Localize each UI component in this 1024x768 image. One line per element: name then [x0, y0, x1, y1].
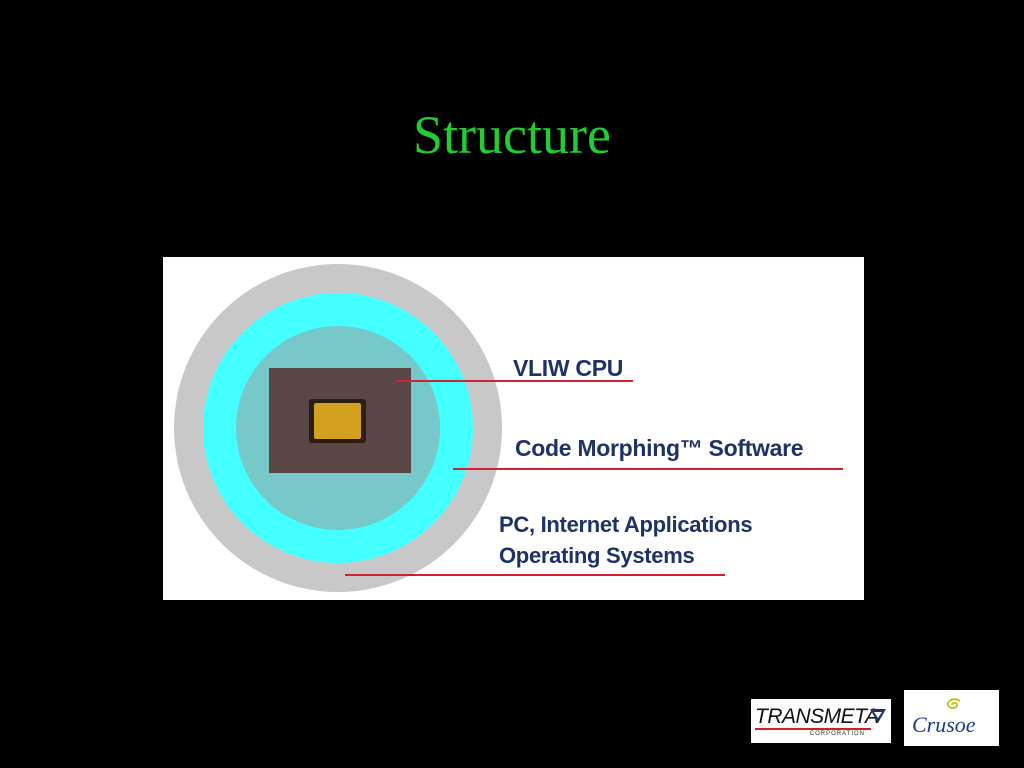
- transmeta-logo-rule: [755, 728, 871, 730]
- label-vliw-cpu: VLIW CPU: [513, 355, 624, 381]
- transmeta-logo-subtitle: CORPORATION: [809, 731, 865, 737]
- label-applications-line-2: Operating Systems: [499, 543, 695, 568]
- transmeta-logo-text: TRANSMETA: [755, 705, 879, 728]
- slide-title: Structure: [413, 105, 611, 165]
- transmeta-triangle-icon: [870, 709, 886, 723]
- transmeta-logo: TRANSMETA CORPORATION: [751, 699, 891, 743]
- label-code-morphing-software: Code Morphing™ Software: [515, 435, 804, 461]
- label-applications: PC, Internet Applications Operating Syst…: [499, 509, 753, 571]
- crusoe-logo: Crusoe: [904, 690, 999, 746]
- structure-diagram: VLIW CPU Code Morphing™ Software PC, Int…: [163, 257, 864, 600]
- crusoe-logo-text: Crusoe: [912, 712, 976, 737]
- crusoe-swirl-icon: [946, 698, 961, 709]
- layer-rings: [174, 264, 843, 592]
- label-applications-line-1: PC, Internet Applications: [499, 512, 753, 537]
- cpu-chip-face: [314, 403, 361, 439]
